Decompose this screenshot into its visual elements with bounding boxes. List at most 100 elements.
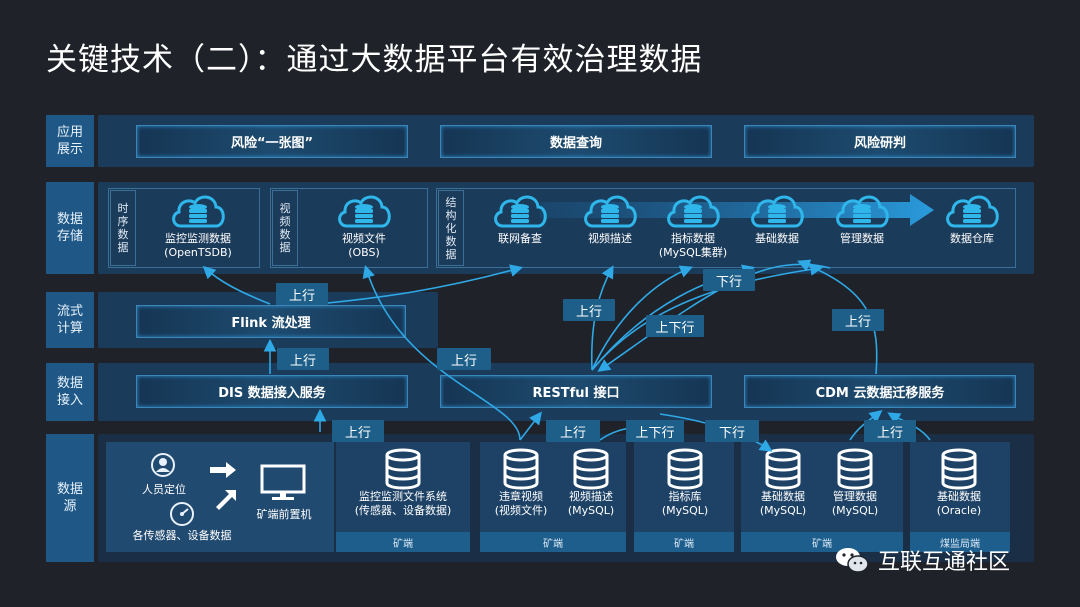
footer-mine-4: 矿端 [741, 532, 903, 552]
source-db-basic-l1: 基础数据 [761, 490, 805, 503]
database-icon [939, 448, 979, 490]
database-icon [501, 448, 541, 490]
storage-node-video-file-l2: (OBS) [348, 246, 380, 259]
sensors-label: 各传感器、设备数据 [132, 529, 232, 542]
tag-up-5: 上行 [563, 299, 615, 321]
tag-down-2: 下行 [705, 420, 759, 442]
storage-group-timeseries [108, 188, 260, 268]
source-db-violation-video-l2: (视频文件) [494, 504, 548, 517]
arrow-right-icon [210, 462, 236, 478]
source-db-monitor-l2: (传感器、设备数据) [354, 504, 452, 517]
tag-down-1: 下行 [703, 269, 755, 291]
footer-mine-1: 矿端 [336, 532, 470, 552]
storage-node-metrics-l1: 指标数据 [671, 232, 715, 245]
source-db-video-desc[interactable]: 视频描述 (MySQL) [558, 448, 624, 518]
storage-node-video-file-l1: 视频文件 [342, 232, 386, 245]
storage-panel [98, 182, 1034, 274]
source-db-violation-video[interactable]: 违章视频 (视频文件) [488, 448, 554, 518]
cloud-db-icon [943, 190, 1001, 232]
source-db-oracle[interactable]: 基础数据 (Oracle) [926, 448, 992, 518]
storage-node-warehouse[interactable]: 数据仓库 [922, 190, 1022, 246]
storage-node-network-check-l1: 联网备查 [498, 232, 542, 245]
tag-up-6: 上行 [832, 309, 884, 331]
row-label-source: 数据 源 [46, 434, 94, 562]
row-label-storage: 数据 存储 [46, 182, 94, 274]
storage-group-structured-label-box [438, 190, 464, 266]
flow-arrow [540, 194, 934, 226]
tag-updown-2: 上下行 [626, 420, 684, 442]
tag-up-8: 上行 [864, 420, 916, 442]
front-machine-label: 矿端前置机 [256, 508, 312, 521]
footer-coal-bureau: 煤监局端 [910, 532, 1010, 552]
tag-up-1: 上行 [276, 283, 328, 305]
storage-group-timeseries-label-box [110, 190, 136, 266]
tag-up-3: 上行 [332, 420, 384, 442]
storage-node-monitor[interactable]: 监控监测数据 (OpenTSDB) [148, 190, 248, 260]
source-db-basic-l2: (MySQL) [759, 504, 807, 517]
footer-mine-3: 矿端 [634, 532, 734, 552]
storage-node-network-check[interactable]: 联网备查 [470, 190, 570, 246]
source-device-box [106, 442, 334, 552]
storage-node-warehouse-l1: 数据仓库 [950, 232, 994, 245]
storage-node-metrics[interactable]: 指标数据 (MySQL集群) [643, 190, 743, 260]
personnel-label: 人员定位 [142, 483, 186, 496]
source-db-basic[interactable]: 基础数据 (MySQL) [750, 448, 816, 518]
wechat-icon [836, 548, 869, 573]
app-bar-risk-map[interactable]: 风险“一张图” [136, 125, 408, 158]
storage-group-timeseries-label: 时 序 数 据 [117, 202, 129, 254]
storage-group-video-label-box [272, 190, 298, 266]
row-label-access: 数据 接入 [46, 363, 94, 421]
cloud-db-icon [833, 190, 891, 232]
storage-node-video-desc-l1: 视频描述 [588, 232, 632, 245]
row-label-app: 应用 展示 [46, 115, 94, 167]
source-db-metrics-l2: (MySQL) [661, 504, 709, 517]
monitor-icon [260, 464, 306, 500]
tag-up-2: 上行 [277, 348, 329, 370]
access-bar-cdm[interactable]: CDM 云数据迁移服务 [744, 375, 1016, 408]
cloud-db-icon [169, 190, 227, 232]
database-icon [665, 448, 705, 490]
cloud-db-icon [581, 190, 639, 232]
cloud-db-icon [491, 190, 549, 232]
source-db-management-l2: (MySQL) [831, 504, 879, 517]
access-bar-restful[interactable]: RESTful 接口 [440, 375, 712, 408]
access-bar-dis[interactable]: DIS 数据接入服务 [136, 375, 408, 408]
gauge-icon [170, 502, 194, 526]
cloud-db-icon [748, 190, 806, 232]
storage-node-video-file[interactable]: 视频文件 (OBS) [314, 190, 414, 260]
app-bar-risk-analysis[interactable]: 风险研判 [744, 125, 1016, 158]
source-db-video-desc-l2: (MySQL) [567, 504, 615, 517]
storage-node-management-l1: 管理数据 [840, 232, 884, 245]
database-icon [383, 448, 423, 490]
source-db-monitor-l1: 监控监测文件系统 [359, 490, 447, 503]
storage-node-video-desc[interactable]: 视频描述 [560, 190, 660, 246]
watermark-text: 互联互通社区 [878, 550, 1011, 575]
storage-group-structured-label: 结 构 化 数 据 [445, 196, 457, 261]
cloud-db-icon [664, 190, 722, 232]
stream-bar-flink[interactable]: Flink 流处理 [136, 305, 406, 338]
source-db-violation-video-l1: 违章视频 [499, 490, 543, 503]
tag-up-7: 上行 [546, 420, 600, 442]
database-icon [763, 448, 803, 490]
app-bar-data-query[interactable]: 数据查询 [440, 125, 712, 158]
source-db-management[interactable]: 管理数据 (MySQL) [822, 448, 888, 518]
tag-up-4: 上行 [437, 348, 491, 370]
database-icon [571, 448, 611, 490]
storage-node-management[interactable]: 管理数据 [812, 190, 912, 246]
source-db-metrics[interactable]: 指标库 (MySQL) [652, 448, 718, 518]
source-db-video-desc-l1: 视频描述 [569, 490, 613, 503]
storage-node-metrics-l2: (MySQL集群) [658, 246, 728, 259]
storage-node-monitor-l1: 监控监测数据 [165, 232, 231, 245]
arrow-up-right-icon [216, 490, 236, 510]
source-db-metrics-l1: 指标库 [668, 490, 702, 503]
source-db-monitor[interactable]: 监控监测文件系统 (传感器、设备数据) [344, 448, 462, 518]
watermark: 互联互通社区 [834, 540, 1064, 580]
page-title: 关键技术（二）：通过大数据平台有效治理数据 [46, 42, 703, 78]
person-location-icon [151, 453, 175, 477]
storage-node-basic[interactable]: 基础数据 [727, 190, 827, 246]
cloud-db-icon [335, 190, 393, 232]
source-db-management-l1: 管理数据 [833, 490, 877, 503]
source-db-oracle-l1: 基础数据 [937, 490, 981, 503]
storage-node-basic-l1: 基础数据 [755, 232, 799, 245]
storage-node-monitor-l2: (OpenTSDB) [164, 246, 232, 259]
